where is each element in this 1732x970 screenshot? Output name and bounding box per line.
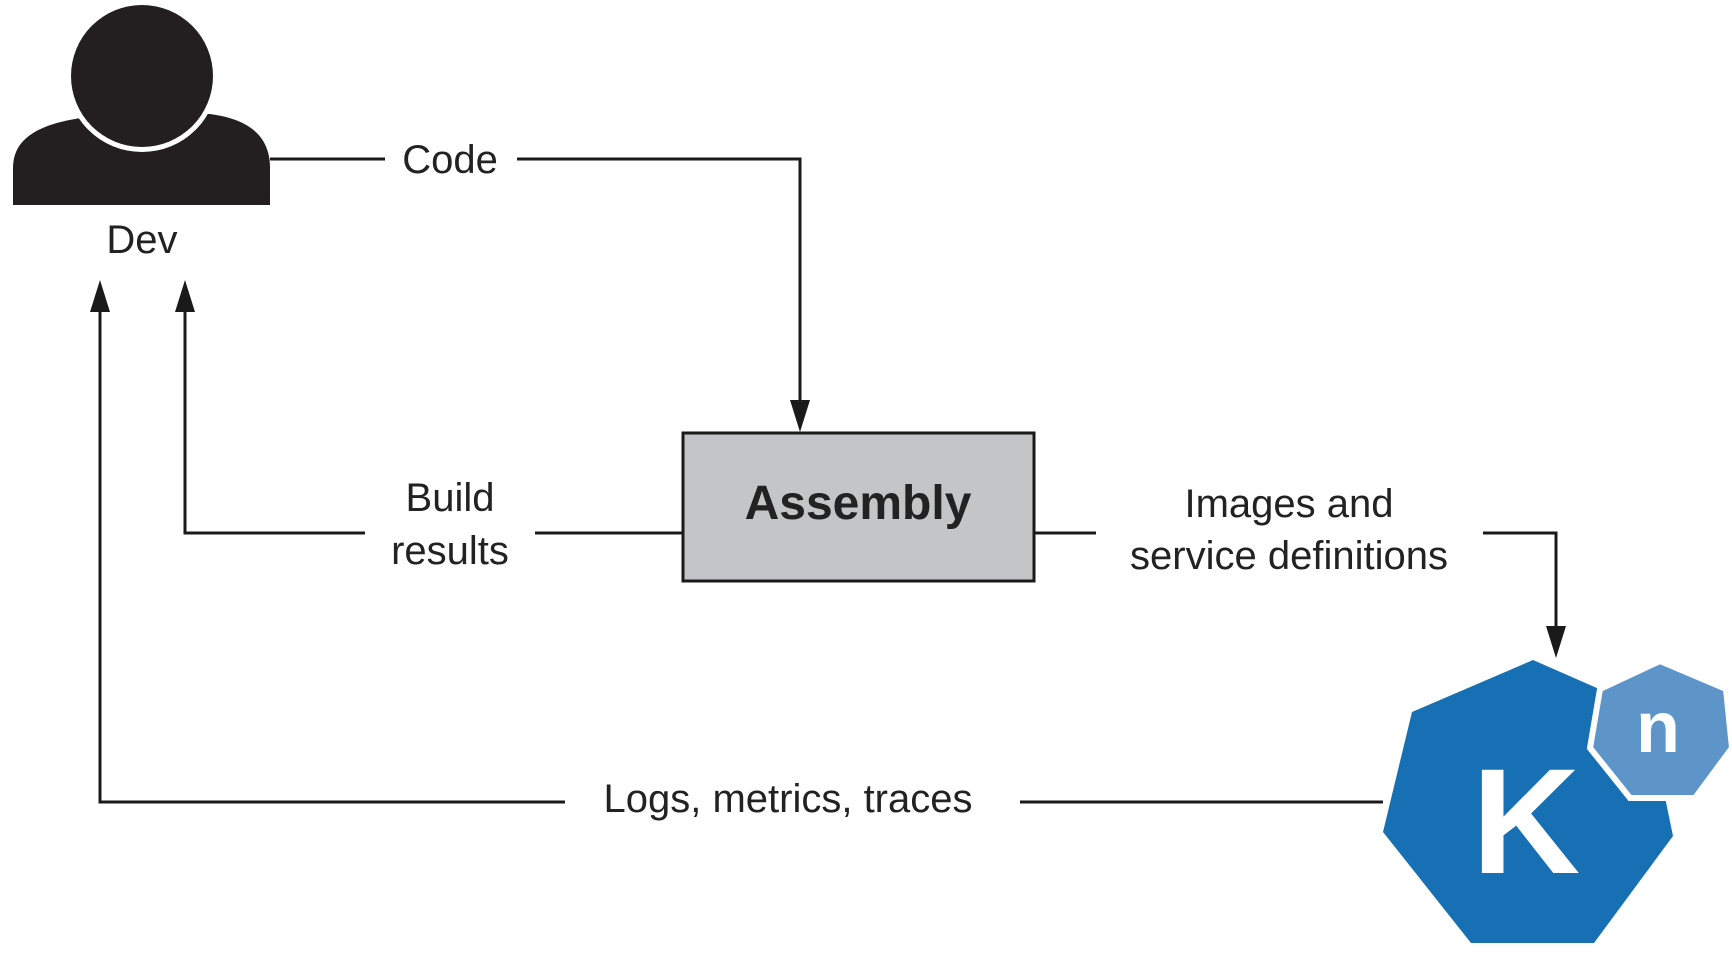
edge-feedback	[90, 280, 1383, 804]
edge-feedback-label: Logs, metrics, traces	[603, 777, 972, 821]
dev-label: Dev	[106, 218, 177, 262]
edge-images-label-line2: service definitions	[1130, 534, 1448, 578]
knative-letter-n: n	[1636, 688, 1680, 768]
assembly-box	[681, 431, 1036, 583]
edge-code	[270, 157, 810, 432]
edge-build-results-label-line1: Build	[406, 476, 495, 520]
knative-badge	[1586, 657, 1732, 801]
assembly-label: Assembly	[745, 477, 972, 530]
edge-images-label-line1: Images and	[1184, 482, 1393, 526]
edge-build-results-label-line2: results	[391, 529, 509, 573]
user-body	[13, 114, 270, 205]
knative-letter-k: K	[1472, 737, 1580, 905]
edge-code-label: Code	[402, 138, 498, 182]
edge-images	[1034, 531, 1566, 658]
knative-logo-icon: K n	[1383, 657, 1732, 943]
user-icon	[13, 0, 270, 205]
user-head	[71, 5, 213, 147]
edge-build-results	[175, 280, 683, 535]
